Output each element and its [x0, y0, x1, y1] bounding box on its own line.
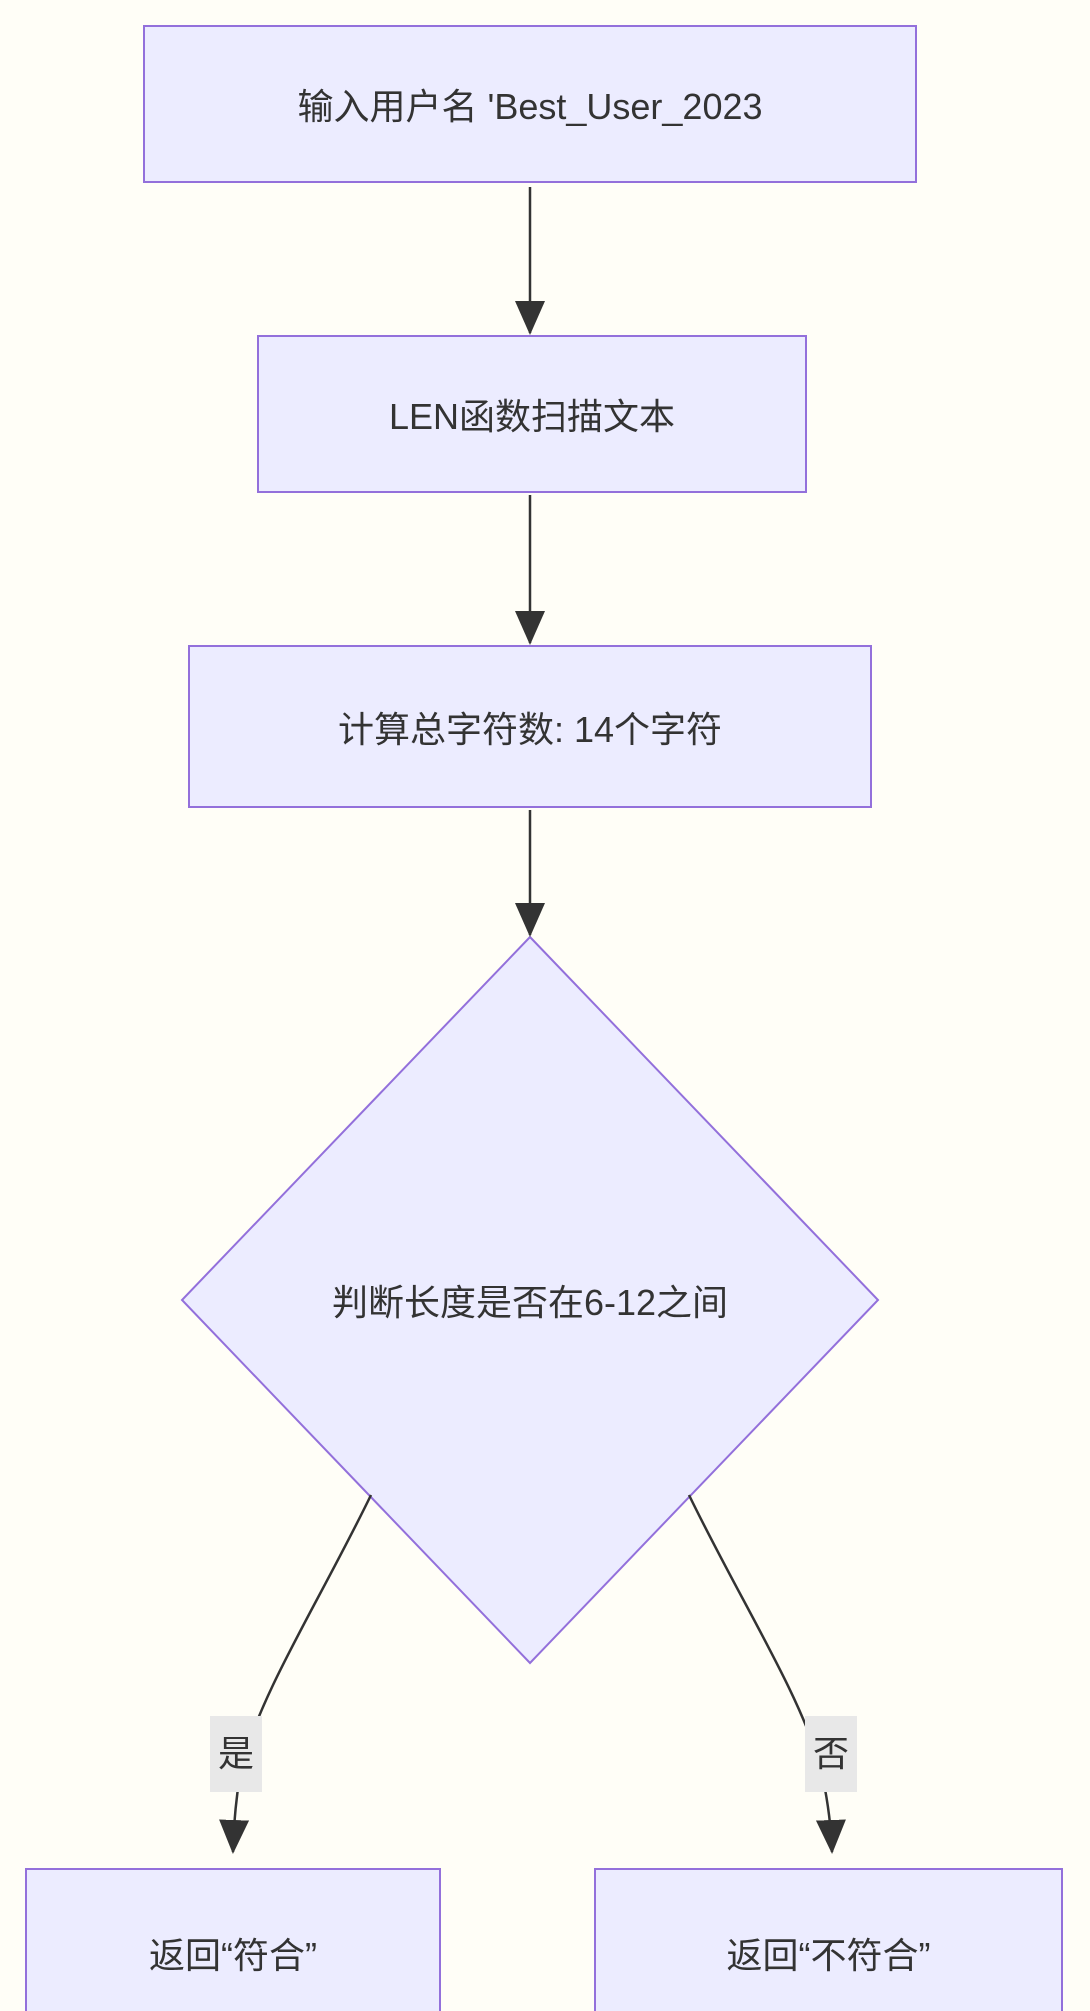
node-return-match-label: 返回“符合” — [149, 1935, 317, 1976]
node-decision-label: 判断长度是否在6-12之间 — [331, 1282, 729, 1323]
edge-label-no: 否 — [805, 1716, 858, 1792]
edge-label-yes: 是 — [210, 1716, 263, 1792]
node-char-count-label: 计算总字符数: 14个字符 — [337, 708, 723, 750]
node-return-no-match-label: 返回“不符合” — [726, 1935, 931, 1976]
edge-label-no-text: 否 — [813, 1733, 850, 1774]
node-input-username: 输入用户名 'Best_User_2023 — [143, 25, 917, 183]
node-decision-label-wrap: 判断长度是否在6-12之间 — [230, 1268, 830, 1332]
node-len-scan: LEN函数扫描文本 — [257, 335, 807, 493]
edge-decision-to-no — [687, 1494, 846, 1854]
edge-decision-to-yes — [219, 1494, 373, 1854]
edge-label-yes-text: 是 — [218, 1733, 255, 1774]
node-char-count: 计算总字符数: 14个字符 — [188, 645, 872, 808]
node-return-no-match: 返回“不符合” — [594, 1868, 1063, 2011]
node-input-username-label: 输入用户名 'Best_User_2023 — [297, 86, 763, 127]
node-len-scan-label: LEN函数扫描文本 — [388, 396, 676, 437]
node-return-match: 返回“符合” — [25, 1868, 441, 2011]
decision-diamond-shape — [180, 935, 880, 1665]
